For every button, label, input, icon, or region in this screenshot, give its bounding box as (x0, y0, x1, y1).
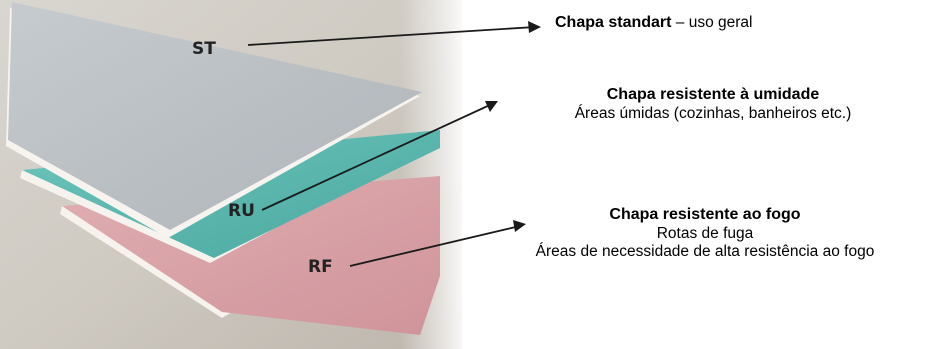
caption-moisture: Chapa resistente à umidade Áreas úmidas … (498, 86, 928, 124)
standard-desc: uso geral (688, 14, 753, 31)
st-arrowhead (528, 21, 541, 33)
fire-desc-escape: Rotas de fuga (656, 224, 754, 242)
rf-label: RF (308, 257, 333, 277)
arrows (247, 26, 536, 267)
caption-fire: Chapa resistente ao fogo Rotas de fuga Á… (466, 206, 944, 261)
st-label: ST (192, 39, 216, 59)
fire-title: Chapa resistente ao fogo (609, 206, 801, 223)
rf-arrowhead (513, 220, 526, 232)
standard-title: Chapa standart (555, 14, 672, 31)
st-board (8, 2, 422, 230)
standard-separator: – (671, 14, 689, 31)
ru-label: RU (228, 201, 255, 221)
moisture-title: Chapa resistente à umidade (606, 86, 820, 103)
caption-standard: Chapa standart – uso geral (555, 14, 752, 33)
ru-arrow (261, 103, 493, 211)
fire-desc-areas: Áreas de necessidade de alta resistência… (535, 243, 875, 261)
st-arrow (247, 26, 536, 46)
rf-arrow (349, 225, 521, 267)
ru-arrowhead (485, 101, 498, 112)
moisture-desc: Áreas úmidas (cozinhas, banheiros etc.) (574, 104, 852, 122)
